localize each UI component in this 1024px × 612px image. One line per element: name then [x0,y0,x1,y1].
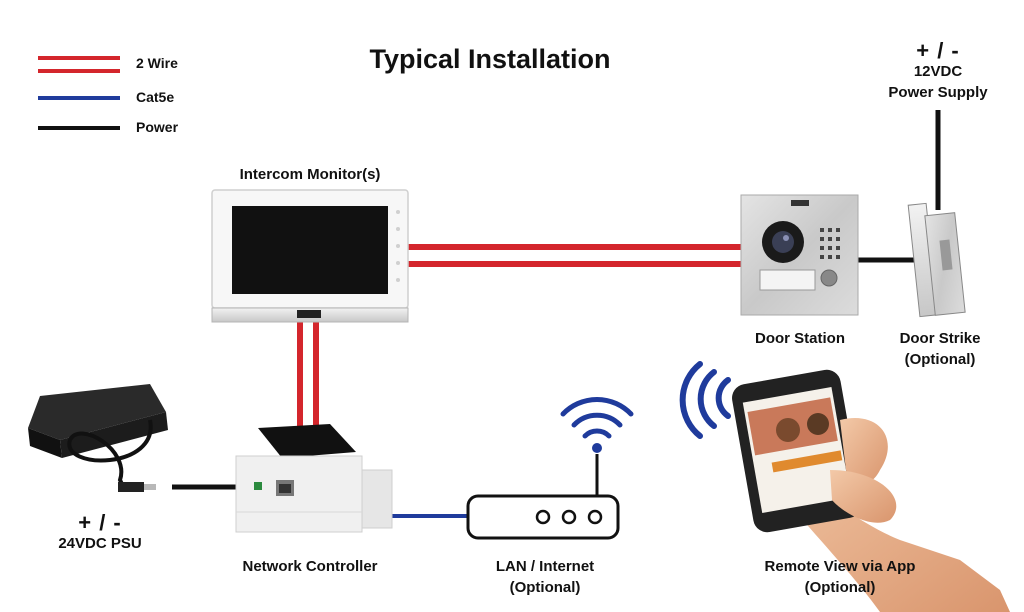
hand-with-phone [732,369,1010,612]
two-wire-monitor-to-door-station [405,244,744,267]
power-supply-12v-sign: + / - [916,38,960,63]
legend-label-2wire: 2 Wire [136,55,178,71]
page-title: Typical Installation [369,44,611,74]
door-strike-label-line2: (Optional) [904,351,976,368]
legend-label-power: Power [136,119,179,135]
door-strike-label: Door Strike (Optional) [870,328,1010,370]
legend-label-cat5e: Cat5e [136,89,175,105]
psu-24v-label-text: 24VDC PSU [58,535,142,552]
psu-24v-label: + / - 24VDC PSU [30,512,170,554]
legend-lines [38,56,120,130]
door-station-label: Door Station [755,330,845,347]
two-wire-monitor-to-controller [297,322,319,428]
legend-item-2wire: 2 Wire [38,55,178,71]
intercom-monitor [211,189,409,323]
network-controller-label: Network Controller [242,558,378,575]
door-station [740,194,859,316]
power-supply-12v-label-line1: 12VDC [913,63,963,80]
phone-label-line2: (Optional) [804,579,876,596]
psu-24v-sign: + / - [78,510,122,535]
phone-label: Remote View via App (Optional) [740,556,940,598]
router [466,396,634,540]
psu-24vdc [28,384,168,492]
router-label-line2: (Optional) [509,579,581,596]
door-strike [907,202,966,318]
legend-item-cat5e: Cat5e [38,89,174,105]
phone-label-line1: Remote View via App [764,558,916,575]
router-label-line1: LAN / Internet [495,558,595,575]
monitor-label: Intercom Monitor(s) [239,166,381,183]
legend-item-power: Power [38,119,178,135]
network-controller [235,424,393,533]
door-strike-label-line1: Door Strike [899,330,981,347]
power-supply-12v-label-line2: Power Supply [888,84,988,101]
power-supply-12v-label: + / - 12VDC Power Supply [868,40,1008,103]
phone-wifi-waves [679,361,731,439]
router-label: LAN / Internet (Optional) [470,556,620,598]
